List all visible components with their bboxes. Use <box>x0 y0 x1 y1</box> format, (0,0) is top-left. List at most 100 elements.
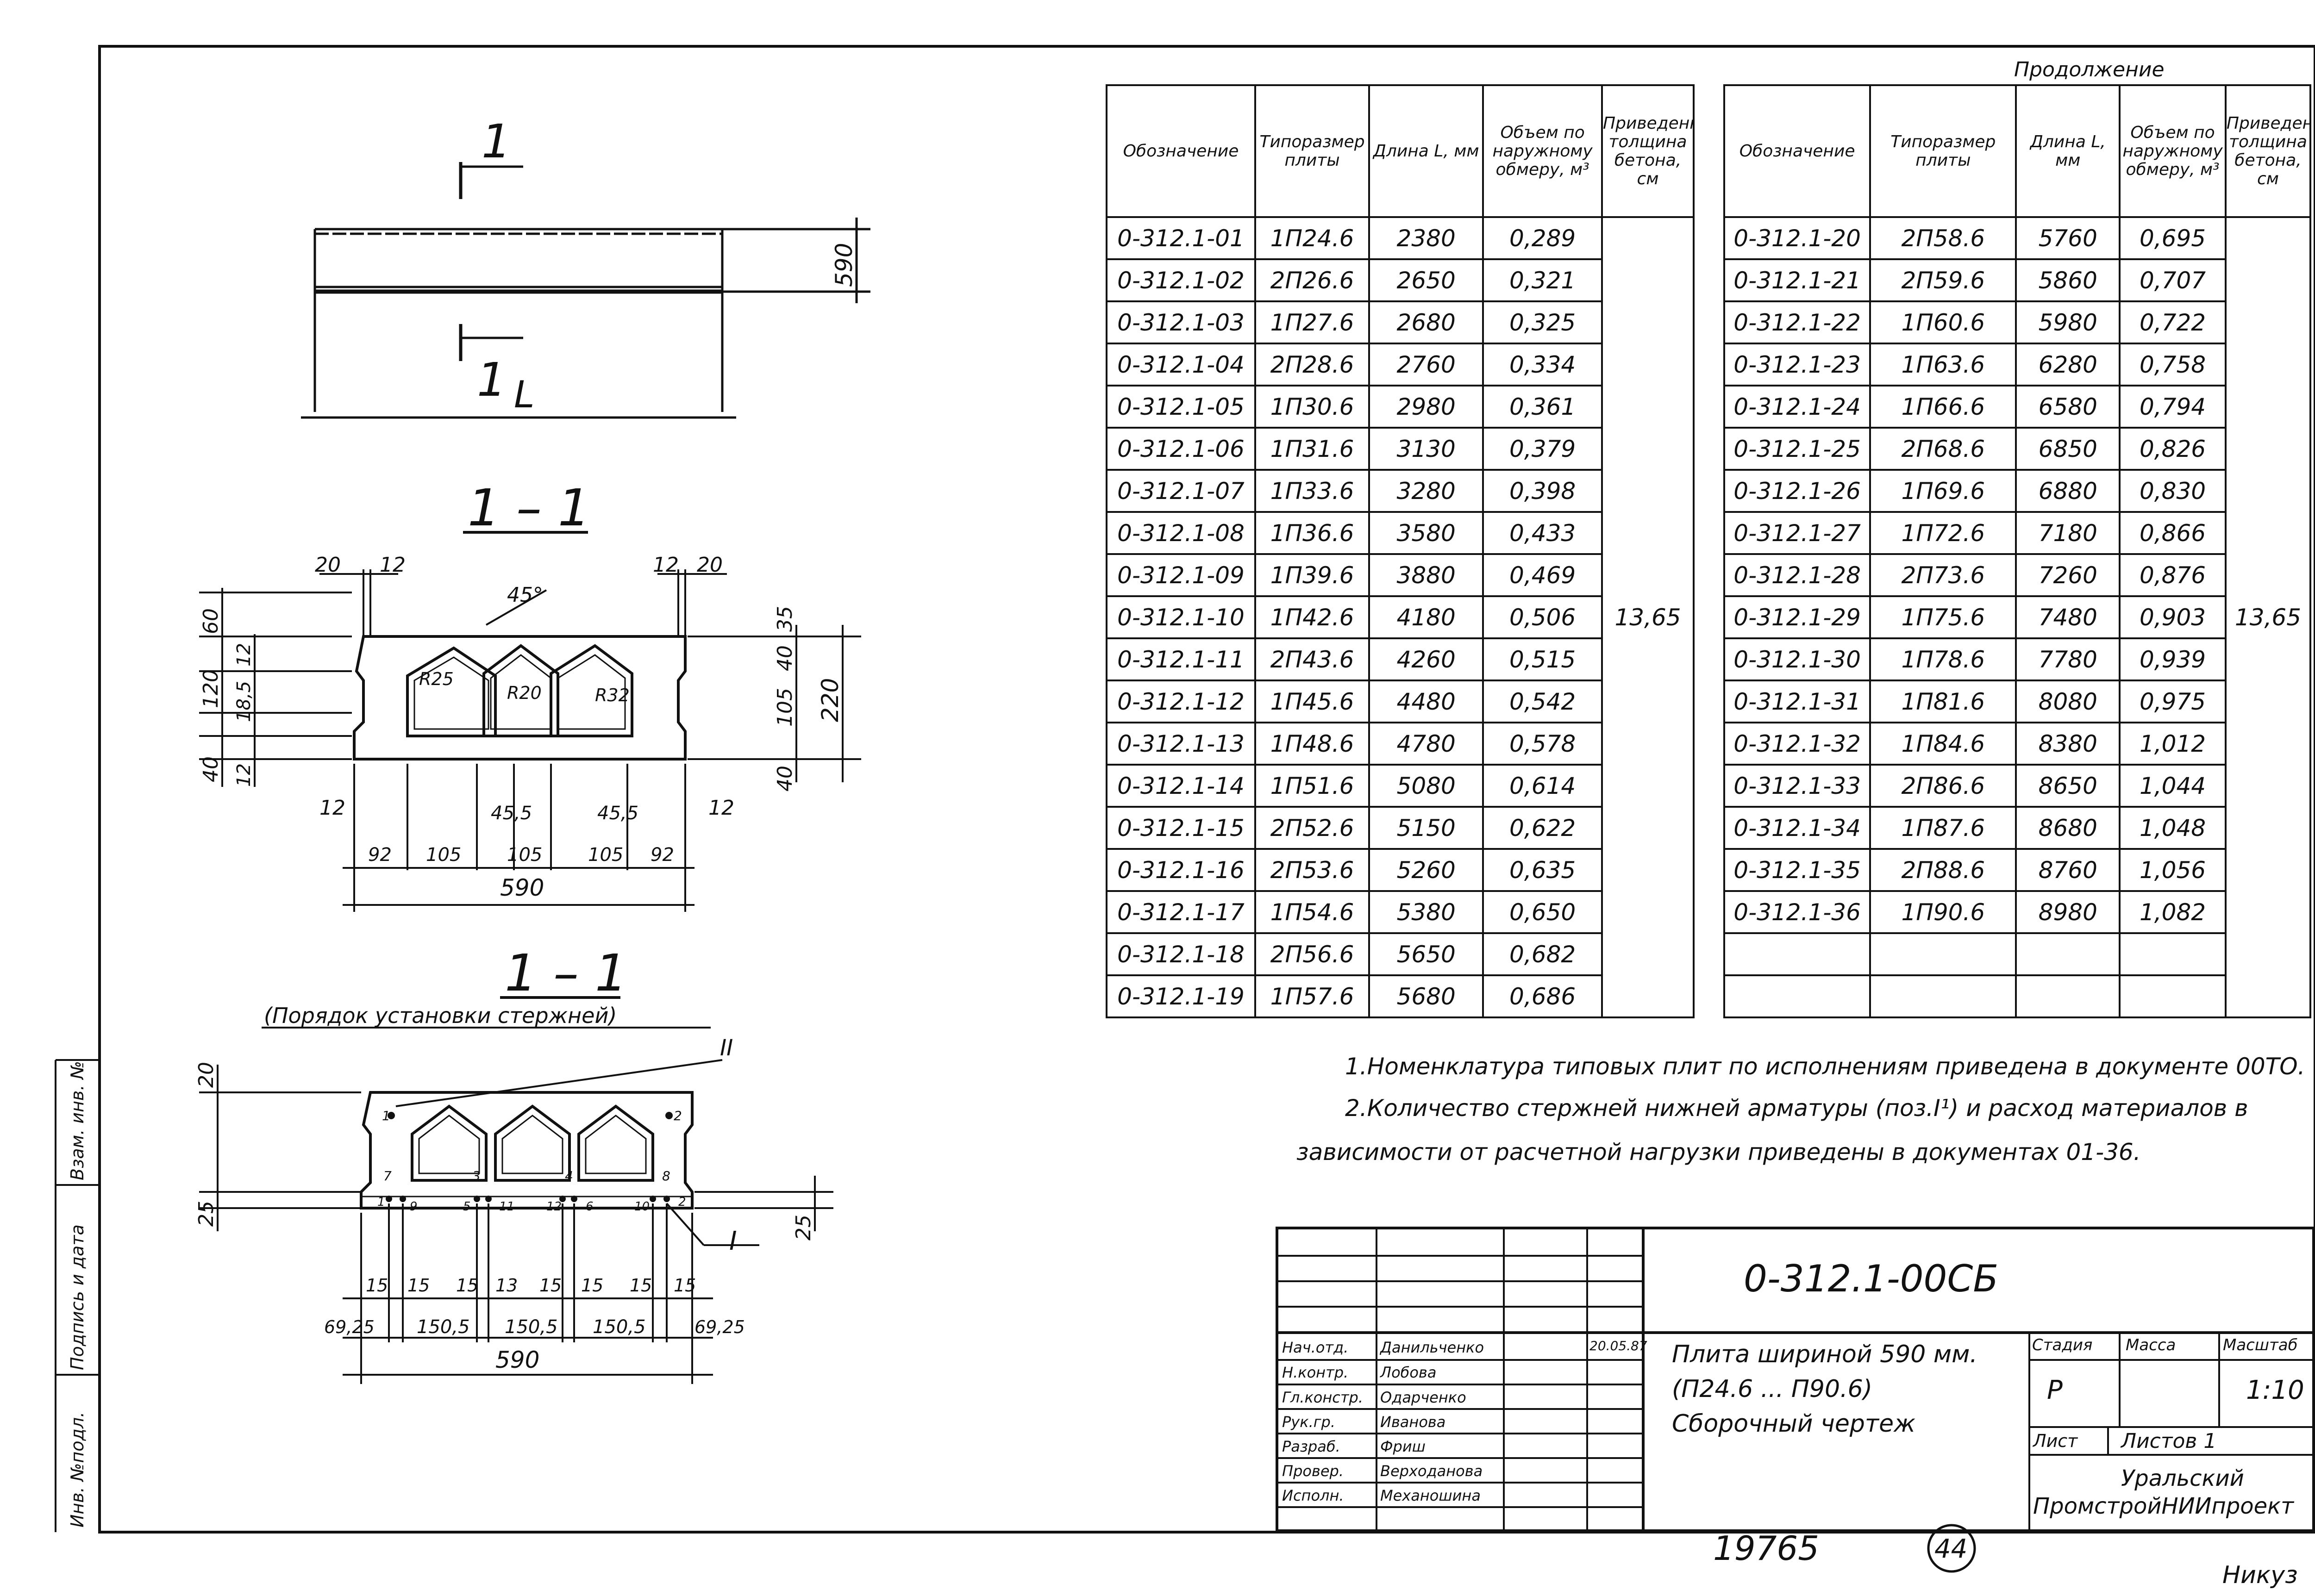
cell-volume: 0,379 <box>1482 427 1603 471</box>
cell-volume: 0,614 <box>1482 764 1603 808</box>
svg-text:11: 11 <box>499 1200 514 1214</box>
page-circle <box>1927 1524 1976 1573</box>
continuation-label: Продолжение <box>2014 58 2165 81</box>
cell-designation: 0-312.1-20 <box>1723 216 1871 260</box>
cell-volume: 0,542 <box>1482 680 1603 723</box>
section-2-bars[interactable] <box>386 1112 673 1202</box>
svg-text:92: 92 <box>368 844 392 866</box>
cell-volume: 0,686 <box>1482 974 1603 1018</box>
cell-length: 4780 <box>1368 722 1484 766</box>
plan-section-mark-top: 1 <box>482 114 511 168</box>
table-row-empty <box>1723 974 2310 1018</box>
col-header-volume: Объем по наружному обмеру, м³ <box>2119 84 2227 218</box>
cell-type: 1П31.6 <box>1254 427 1370 471</box>
signer-name: Механошина <box>1380 1487 1481 1504</box>
cell-designation: 0-312.1-09 <box>1106 553 1256 597</box>
cell-length: 5980 <box>2015 300 2121 344</box>
cell-type: 1П90.6 <box>1869 890 2017 934</box>
svg-text:2: 2 <box>674 1108 682 1123</box>
cell-type: 1П63.6 <box>1869 343 2017 387</box>
cell-length: 7180 <box>2015 511 2121 555</box>
col-header-thickness: Приведенная толщина бетона, см <box>2224 84 2312 218</box>
cell-designation: 0-312.1-28 <box>1723 553 1871 597</box>
signer-role: Разраб. <box>1282 1438 1340 1455</box>
cell-type: 1П78.6 <box>1869 637 2017 681</box>
svg-text:105: 105 <box>773 688 797 727</box>
cell-length: 6850 <box>2015 427 2121 471</box>
cell-length: 7260 <box>2015 553 2121 597</box>
svg-text:45,5: 45,5 <box>597 803 638 824</box>
cell-length: 3880 <box>1368 553 1484 597</box>
cell-type: 1П54.6 <box>1254 890 1370 934</box>
svg-text:20: 20 <box>194 1062 218 1088</box>
svg-text:9: 9 <box>410 1200 418 1214</box>
cell-type: 1П45.6 <box>1254 680 1370 723</box>
cell-volume: 0,361 <box>1482 385 1603 429</box>
cell-length: 2680 <box>1368 300 1484 344</box>
svg-text:3: 3 <box>472 1168 481 1184</box>
cell-length: 5680 <box>1368 974 1484 1018</box>
cell-type: 1П30.6 <box>1254 385 1370 429</box>
cell-volume: 0,826 <box>2119 427 2227 471</box>
svg-text:15: 15 <box>539 1275 562 1296</box>
cell-volume: 0,830 <box>2119 469 2227 513</box>
svg-text:105: 105 <box>426 844 461 866</box>
svg-text:1: 1 <box>377 1195 385 1209</box>
stage-value: Р <box>2047 1375 2063 1405</box>
cell-type: 1П48.6 <box>1254 722 1370 766</box>
title-block: 0-312.1-00СБ Плита шириной 590 мм. (П24.… <box>1276 1227 2315 1532</box>
side-stamp-signature: Подпись и дата <box>67 1224 88 1370</box>
cell-designation: 0-312.1-35 <box>1723 848 1871 892</box>
svg-text:12: 12 <box>233 763 255 787</box>
bottom-signature: Никуз <box>2222 1561 2298 1589</box>
cell-type: 1П84.6 <box>1869 722 2017 766</box>
mass-label: Масса <box>2126 1336 2176 1354</box>
cell-volume: 1,056 <box>2119 848 2227 892</box>
signature-date: 20.05.87 <box>1589 1338 1647 1353</box>
page-number: 44 <box>1934 1534 1967 1564</box>
cell-volume: 0,722 <box>2119 300 2227 344</box>
cell-length: 5650 <box>1368 932 1484 976</box>
signer-name: Лобова <box>1380 1364 1437 1381</box>
cell-thickness: 13,65 <box>2224 216 2312 1018</box>
scale-value: 1:10 <box>2246 1375 2304 1405</box>
svg-text:II: II <box>720 1035 733 1061</box>
cell-designation: 0-312.1-05 <box>1106 385 1256 429</box>
cell-designation: 0-312.1-29 <box>1723 595 1871 639</box>
cell-volume: 0,635 <box>1482 848 1603 892</box>
cell-volume: 0,578 <box>1482 722 1603 766</box>
svg-text:20: 20 <box>697 553 723 577</box>
svg-text:25: 25 <box>194 1201 218 1227</box>
section-2-bar-numbers: 1 2 7 3 4 8 1 9 5 11 12 6 10 2 <box>377 1108 686 1214</box>
svg-text:150,5: 150,5 <box>417 1316 470 1338</box>
svg-text:105: 105 <box>588 844 623 866</box>
svg-text:92: 92 <box>651 844 674 866</box>
cell-volume: 0,975 <box>2119 680 2227 723</box>
cell-length: 3130 <box>1368 427 1484 471</box>
cell-volume: 0,398 <box>1482 469 1603 513</box>
cell-designation: 0-312.1-03 <box>1106 300 1256 344</box>
cell-designation: 0-312.1-08 <box>1106 511 1256 555</box>
section-1-title: 1 – 1 <box>468 478 590 537</box>
cell-type: 2П58.6 <box>1869 216 2017 260</box>
spec-table-left: Обозначение Типоразмер плиты Длина L, мм… <box>1106 84 1695 1018</box>
cell-type: 2П88.6 <box>1869 848 2017 892</box>
svg-text:15: 15 <box>456 1275 478 1296</box>
cell-type: 1П81.6 <box>1869 680 2017 723</box>
cell-type: 1П66.6 <box>1869 385 2017 429</box>
cell-volume: 0,758 <box>2119 343 2227 387</box>
svg-text:60: 60 <box>199 608 223 634</box>
